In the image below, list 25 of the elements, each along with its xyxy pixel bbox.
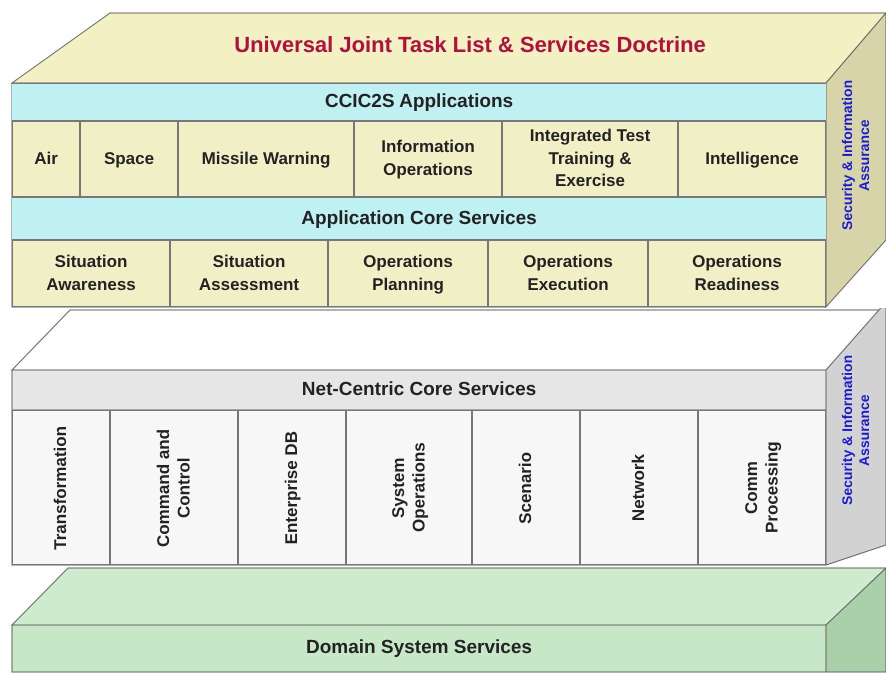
block-title: Universal Joint Task List & Services Doctrine: [233, 30, 707, 58]
layer-title: Net-Centric Core Services: [300, 378, 538, 402]
service-cell: Enterprise DB: [238, 410, 346, 565]
service-cell: Transformation: [12, 410, 110, 565]
service-cell: Space: [80, 121, 178, 197]
side-label: Security & Information Assurance: [839, 78, 873, 232]
layer-title: Domain System Services: [304, 636, 533, 660]
service-cell: Information Operations: [354, 121, 502, 197]
service-cell: System Operations: [346, 410, 472, 565]
service-cell: Comm Processing: [698, 410, 826, 565]
service-cell: Command and Control: [110, 410, 238, 565]
service-cell: Operations Readiness: [648, 240, 826, 307]
service-cell: Intelligence: [678, 121, 826, 197]
service-cell: Situation Awareness: [12, 240, 170, 307]
service-cell: Air: [12, 121, 80, 197]
layer-header: CCIC2S Applications: [12, 83, 826, 121]
service-cell: Missile Warning: [178, 121, 354, 197]
service-cell: Operations Planning: [328, 240, 488, 307]
layer-header: Application Core Services: [12, 197, 826, 240]
service-cell: Operations Execution: [488, 240, 648, 307]
service-cell: Situation Assessment: [170, 240, 328, 307]
service-cell: Integrated Test Training & Exercise: [502, 121, 678, 197]
service-cell: Scenario: [472, 410, 580, 565]
service-cell: Network: [580, 410, 698, 565]
side-label: Security & Information Assurance: [839, 354, 873, 508]
